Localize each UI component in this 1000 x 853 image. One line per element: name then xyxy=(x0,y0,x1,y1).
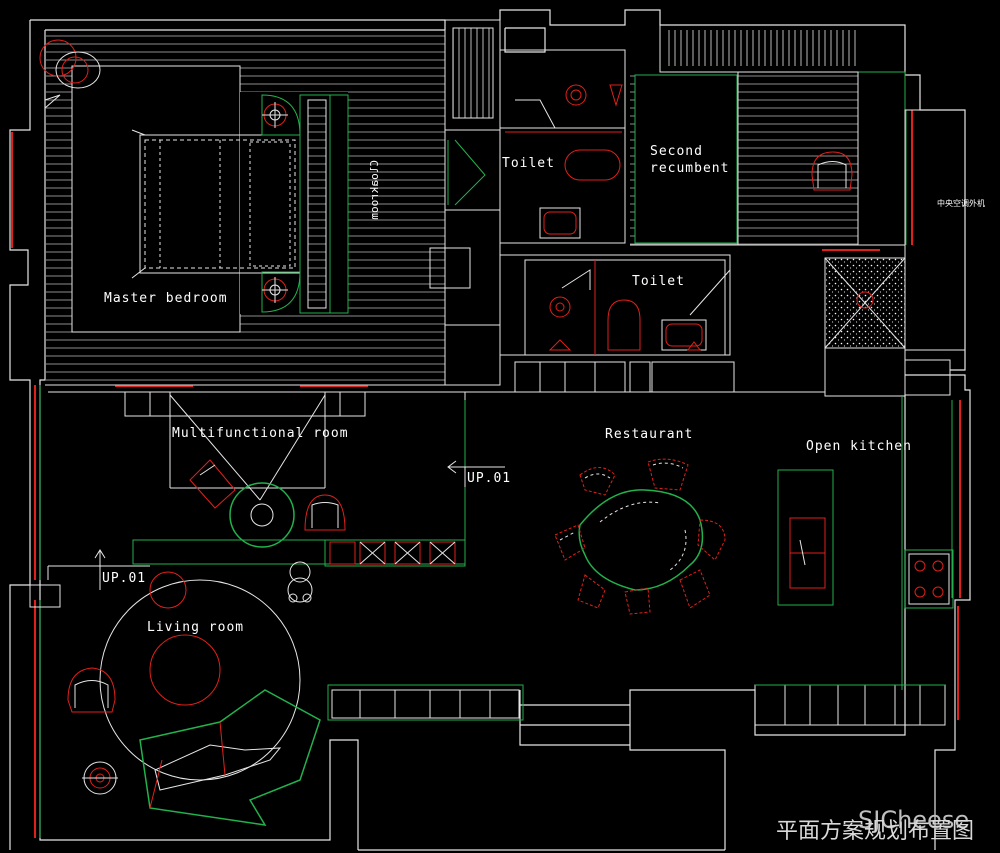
small-stool xyxy=(287,561,313,603)
label-master-bedroom: Master bedroom xyxy=(104,291,228,306)
dining-chair-backs xyxy=(559,462,684,541)
storage-boxes xyxy=(329,541,456,565)
multi-chair-left xyxy=(189,459,236,509)
label-second-line2: recumbent xyxy=(650,161,729,176)
dining-chairs xyxy=(554,458,726,615)
master-bedroom xyxy=(45,30,446,386)
cabinet-row-upper xyxy=(470,361,825,393)
multi-chair-right xyxy=(304,494,346,531)
label-up-left: UP.01 xyxy=(102,571,146,586)
multifunctional-room xyxy=(124,391,466,567)
stair-arrow-right xyxy=(447,460,505,487)
corner-armchair xyxy=(39,39,101,110)
sectional-sofa xyxy=(139,689,321,826)
label-restaurant: Restaurant xyxy=(605,427,693,442)
watermark-brand: SJCheese xyxy=(858,806,969,834)
living-cabinets xyxy=(327,684,524,721)
upper-toilet xyxy=(499,49,626,244)
label-toilet-upper: Toilet xyxy=(502,156,555,171)
watermark-title: 平面方案规划布置图 xyxy=(776,819,974,844)
lower-toilet xyxy=(499,254,731,356)
dining-table xyxy=(578,489,704,591)
interior-walls xyxy=(48,391,470,400)
stair-arrow-left xyxy=(47,549,150,590)
wardrobe xyxy=(299,94,349,314)
right-utility xyxy=(824,109,966,397)
kitchen-counter xyxy=(901,395,954,690)
label-open-kitchen: Open kitchen xyxy=(806,439,912,454)
center-column xyxy=(429,19,501,386)
second-bedroom xyxy=(630,24,906,246)
label-ac-unit: 中央空调外机 xyxy=(937,198,985,208)
kitchen-island xyxy=(777,469,834,606)
multi-round-table xyxy=(229,482,295,548)
label-up-right: UP.01 xyxy=(467,471,511,486)
label-closet: Cloakroom xyxy=(368,160,381,220)
label-second-line1: Second xyxy=(650,144,703,159)
second-bedroom-chair xyxy=(811,151,853,191)
floor-lamp xyxy=(82,761,118,795)
living-rug xyxy=(99,571,301,781)
living-armchair xyxy=(67,667,116,713)
label-multifunctional: Multifunctional room xyxy=(172,426,349,441)
label-toilet-lower: Toilet xyxy=(632,274,685,289)
label-living-room: Living room xyxy=(147,620,244,635)
kitchen-base-cabinets xyxy=(754,684,946,726)
windows xyxy=(11,110,961,838)
